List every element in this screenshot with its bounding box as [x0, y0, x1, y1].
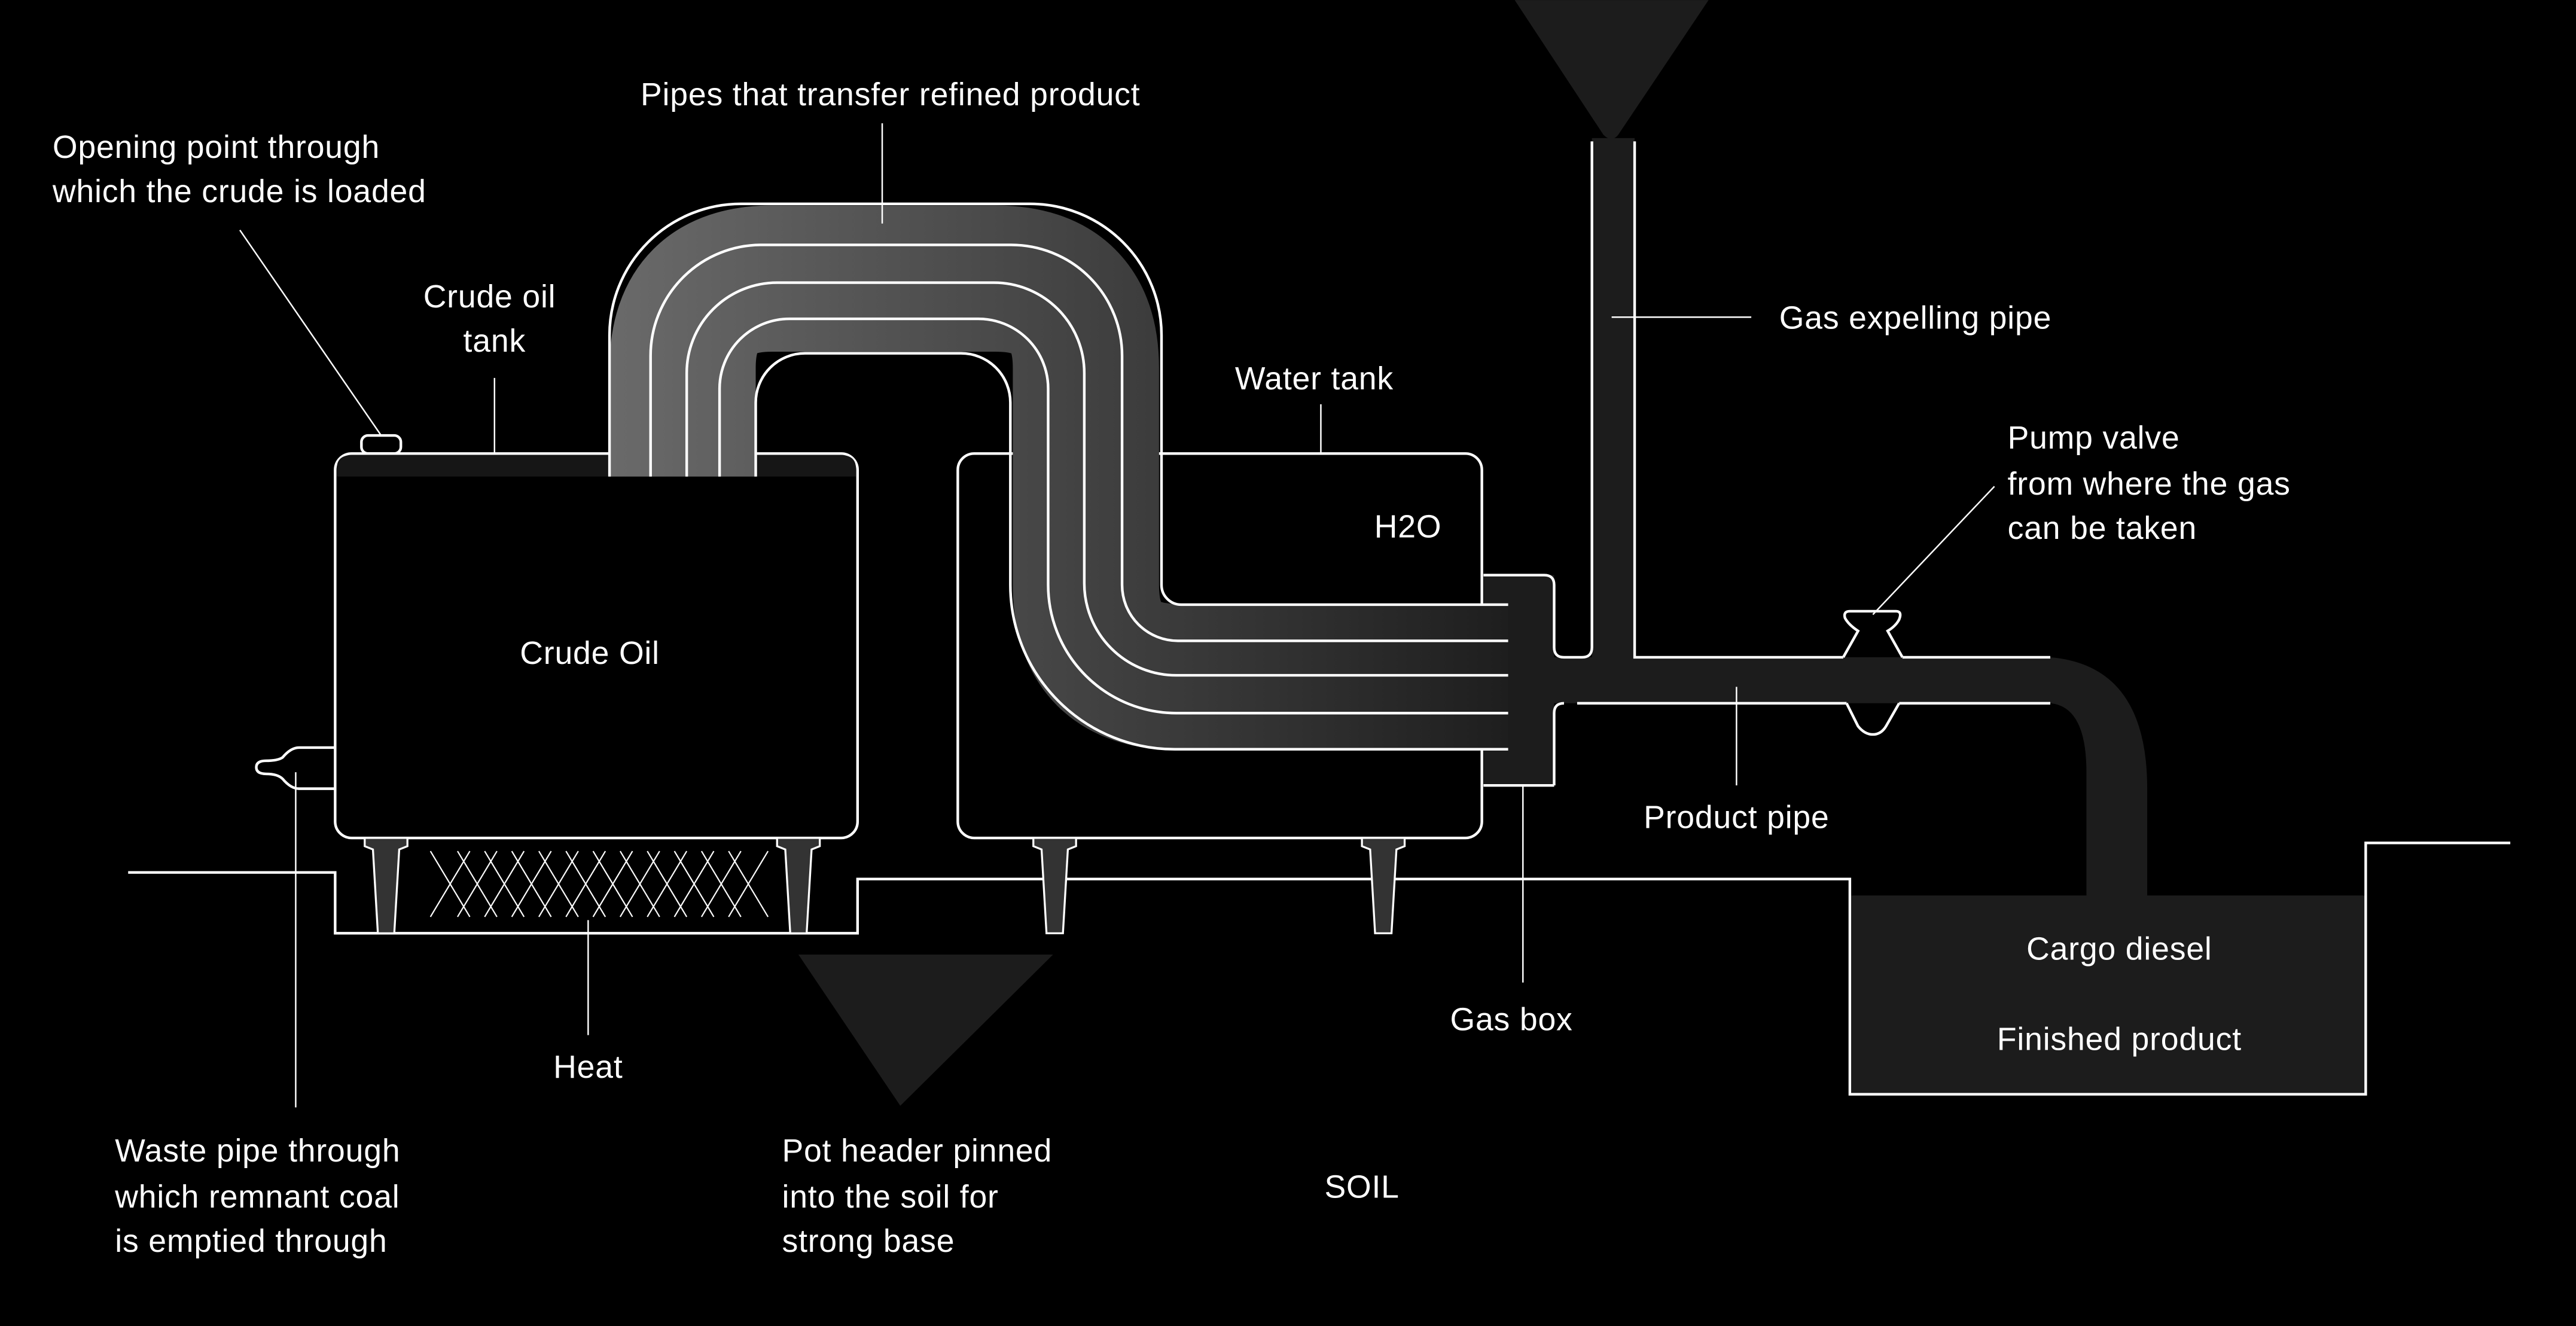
label-pump-valve-3: can be taken — [2008, 511, 2197, 546]
label-gas-expelling: Gas expelling pipe — [1779, 301, 2051, 336]
product-pipe — [1554, 657, 2148, 897]
label-heat: Heat — [553, 1050, 623, 1085]
label-pump-valve-2: from where the gas — [2008, 467, 2291, 502]
label-pot-2: into the soil for — [782, 1179, 998, 1215]
label-waste-1: Waste pipe through — [115, 1133, 400, 1169]
label-pump-valve-1: Pump valve — [2008, 420, 2180, 456]
label-crude-tank-1: Crude oil — [423, 279, 556, 315]
heat-line — [511, 851, 552, 917]
label-finished: Finished product — [1997, 1022, 2242, 1057]
heat-line — [619, 851, 660, 917]
gas-funnel — [1514, 0, 1709, 139]
loading-cap — [360, 434, 403, 455]
label-h2o: H2O — [1374, 509, 1442, 544]
pipe-line — [754, 352, 1508, 751]
label-product-pipe: Product pipe — [1644, 800, 1830, 836]
pipe-line — [649, 243, 1508, 642]
label-crude-tank-2: tank — [464, 324, 526, 359]
label-waste-2: which remnant coal — [114, 1179, 400, 1215]
heat-line — [728, 851, 769, 917]
refined-pipes — [609, 205, 1508, 751]
crude-oil-tank — [334, 452, 859, 840]
label-pipes: Pipes that transfer refined product — [641, 77, 1140, 112]
label-waste-3: is emptied through — [115, 1224, 387, 1259]
heat-line — [647, 851, 688, 917]
pipe-lines — [608, 202, 1508, 751]
pipe-line — [608, 202, 1508, 606]
pipe-line — [718, 317, 1508, 715]
pot-header — [798, 955, 1053, 1106]
gas-expelling-pipe — [1592, 138, 1635, 681]
waste-pipe — [255, 746, 336, 790]
label-cargo: Cargo diesel — [2026, 931, 2212, 967]
label-opening-1: Opening point through — [53, 130, 380, 165]
label-pot-3: strong base — [782, 1224, 955, 1259]
leader-lines — [239, 123, 1995, 1108]
heat-line — [592, 851, 633, 917]
label-gas-box: Gas box — [1450, 1002, 1572, 1037]
cargo-tank — [1851, 895, 2366, 1095]
heat-line — [457, 851, 498, 917]
heat-line — [538, 851, 579, 917]
heat-line — [700, 851, 742, 917]
label-soil: SOIL — [1324, 1170, 1399, 1205]
heat-line — [565, 851, 606, 917]
label-crude-oil: Crude Oil — [520, 636, 660, 671]
heat-crosshatch — [429, 851, 769, 917]
pump-valve — [1842, 609, 1904, 736]
label-pot-1: Pot header pinned — [782, 1133, 1052, 1169]
heat-line — [673, 851, 715, 917]
label-opening-2: which the crude is loaded — [52, 174, 426, 209]
tank-legs — [364, 837, 1406, 934]
heat-line — [429, 851, 471, 917]
label-water-tank: Water tank — [1235, 361, 1394, 397]
pipe-line — [685, 281, 1508, 677]
soil-line — [128, 842, 2511, 1096]
heat-line — [484, 851, 525, 917]
